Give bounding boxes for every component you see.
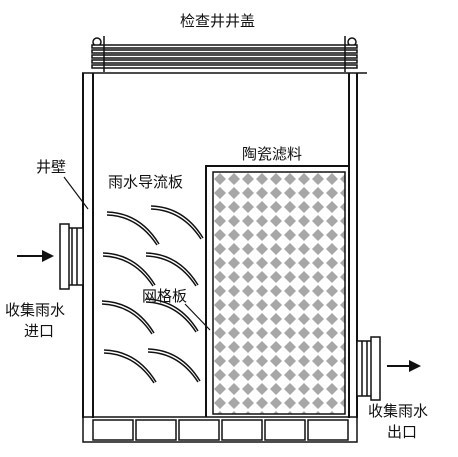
guide-plate	[145, 298, 199, 332]
guide-plate	[145, 252, 199, 286]
guide-plate	[150, 205, 204, 239]
guide-plate	[101, 300, 155, 334]
label-outlet-line1: 收集雨水	[368, 402, 428, 420]
guide-plate-edge	[145, 255, 197, 287]
outlet-pipe	[356, 336, 381, 401]
leader-lines	[63, 176, 211, 331]
label-inlet-line2: 进口	[24, 322, 54, 340]
manhole-cover	[82, 36, 367, 74]
label-grid-plate: 网格板	[142, 287, 187, 305]
label-well-wall: 井壁	[36, 158, 66, 176]
label-outlet-line2: 出口	[387, 423, 417, 441]
label-manhole-cover: 检查井井盖	[180, 12, 255, 30]
ceramic-filter-media	[205, 165, 349, 417]
guide-plate-edge	[101, 303, 153, 335]
outlet-arrow	[387, 360, 421, 372]
guide-plate	[106, 211, 160, 245]
guide-plate-edge	[147, 351, 199, 383]
inlet-pipe	[59, 223, 84, 290]
guide-plate-edge	[106, 214, 158, 246]
guide-plate	[103, 349, 157, 383]
inlet-arrow	[17, 250, 54, 262]
guide-plate-edge	[103, 352, 155, 384]
guide-plate	[102, 252, 156, 286]
guide-plate	[147, 348, 201, 382]
well-base	[82, 416, 358, 443]
guide-plate-edge	[102, 255, 154, 287]
label-ceramic-media: 陶瓷滤料	[242, 145, 302, 163]
label-guide-plate: 雨水导流板	[108, 173, 183, 191]
guide-plate-edge	[150, 208, 202, 240]
label-inlet-line1: 收集雨水	[5, 301, 65, 319]
guide-plate-edge	[145, 301, 197, 333]
guide-plates	[101, 205, 204, 384]
